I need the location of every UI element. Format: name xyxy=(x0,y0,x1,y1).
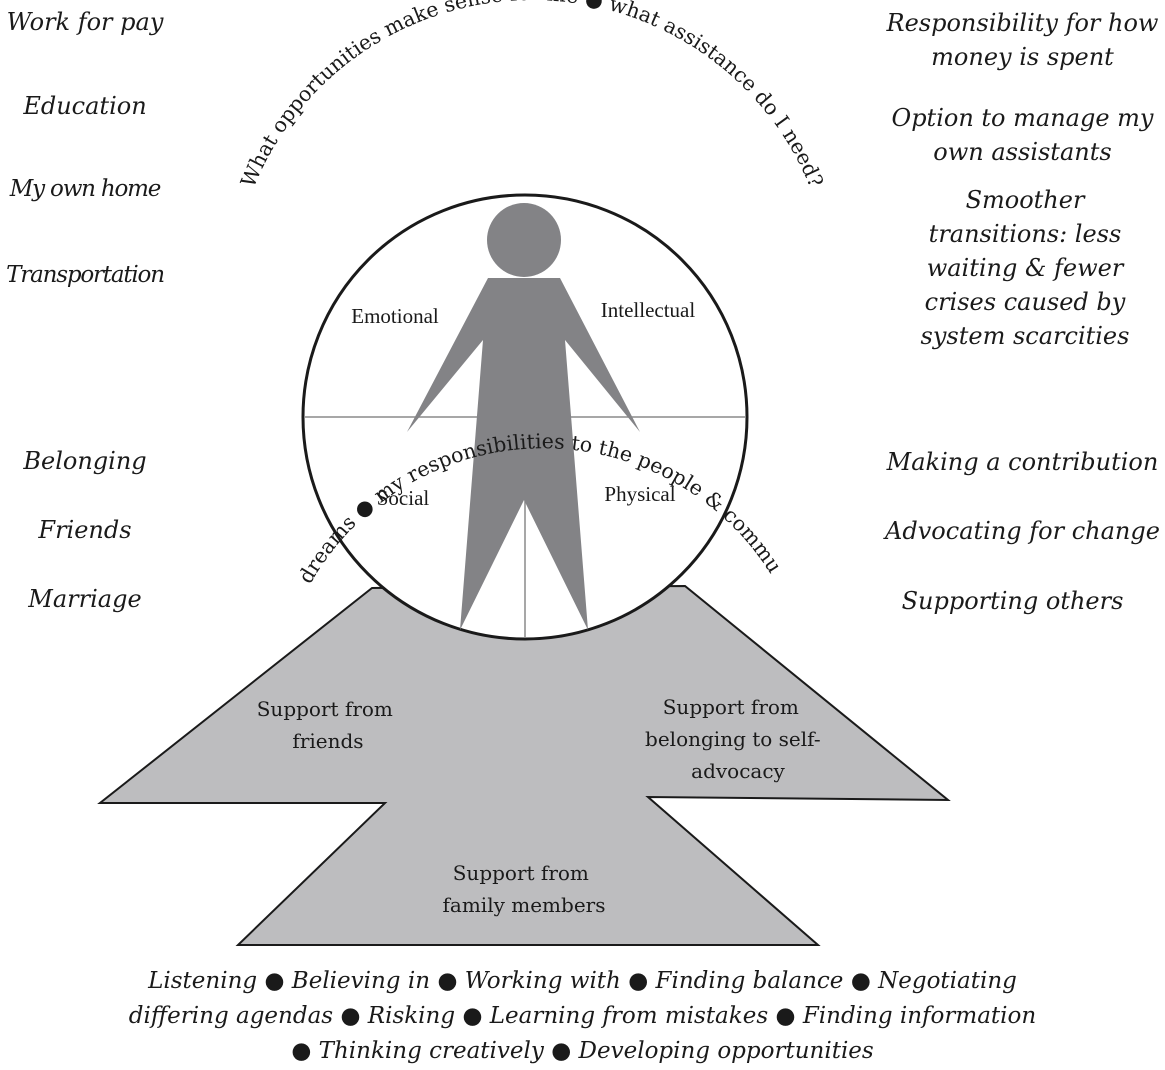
support-self-advocacy-label: Support from belonging to self- advocacy xyxy=(645,695,827,783)
bottom-skills-line-3: ● Thinking creatively ● Developing oppor… xyxy=(291,1038,874,1064)
arc-text-outer: What opportunities make sense for me ● w… xyxy=(236,0,828,191)
left-item-my-own-home: My own home xyxy=(9,176,162,202)
support-self-advocacy-line-2: belonging to self- xyxy=(645,727,821,751)
right-item-manage-assistants: Option to manage my own assistants xyxy=(891,104,1154,166)
right-item-smoother-transitions: Smoother transitions: less waiting & few… xyxy=(920,186,1130,350)
support-base-shape xyxy=(97,584,951,946)
support-self-advocacy-line-3: advocacy xyxy=(691,759,785,783)
quadrant-label-emotional: Emotional xyxy=(351,304,439,328)
right-item-making-contribution: Making a contribution xyxy=(886,448,1159,476)
left-item-marriage: Marriage xyxy=(28,585,142,613)
right-item-supporting-others: Supporting others xyxy=(901,587,1124,615)
support-friends-label: Support from friends xyxy=(257,697,400,753)
quadrant-label-social: Social xyxy=(377,486,430,510)
support-family-line-1: Support from xyxy=(453,861,589,885)
person-head xyxy=(487,203,561,277)
support-family-label: Support from family members xyxy=(443,861,606,917)
right-item-money-responsibility: Responsibility for how money is spent xyxy=(886,9,1159,71)
quadrant-label-intellectual: Intellectual xyxy=(601,298,696,322)
left-item-friends: Friends xyxy=(38,516,132,544)
arc-text-outer-path: What opportunities make sense for me ● w… xyxy=(236,0,828,191)
left-item-work-for-pay: Work for pay xyxy=(6,8,164,36)
bottom-skills-line-2: differing agendas ● Risking ● Learning f… xyxy=(128,1003,1037,1029)
support-self-advocacy-line-1: Support from xyxy=(663,695,799,719)
bottom-skills-line-1: Listening ● Believing in ● Working with … xyxy=(148,968,1017,994)
bottom-skills-text: Listening ● Believing in ● Working with … xyxy=(20,964,1145,1069)
left-item-transportation: Transportation xyxy=(6,262,165,288)
support-friends-line-1: Support from xyxy=(257,697,393,721)
person-body xyxy=(407,278,640,630)
right-item-advocating-change: Advocating for change xyxy=(885,517,1160,545)
support-friends-line-2: friends xyxy=(292,729,363,753)
left-item-belonging: Belonging xyxy=(23,447,147,475)
support-family-line-2: family members xyxy=(443,893,606,917)
quadrant-label-physical: Physical xyxy=(604,482,675,506)
person-figure xyxy=(407,203,640,630)
left-item-education: Education xyxy=(23,92,147,120)
